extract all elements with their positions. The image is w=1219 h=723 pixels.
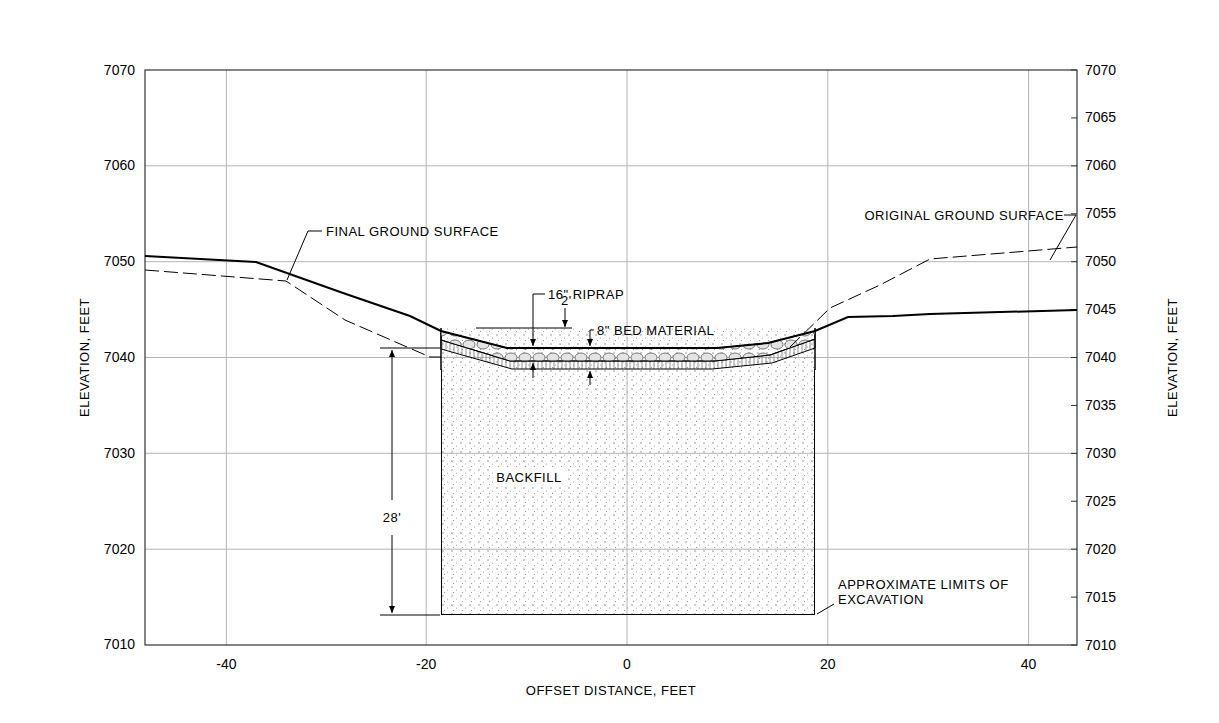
axis-value: 7015 xyxy=(1085,590,1116,605)
axis-value: 7020 xyxy=(104,542,135,557)
dimension-label: 28' xyxy=(381,510,403,525)
axis-value: 20 xyxy=(820,657,836,672)
axis-value: 0 xyxy=(623,657,631,672)
axis-value: 40 xyxy=(1021,657,1037,672)
final-ground-line xyxy=(145,256,1077,348)
axis-value: -40 xyxy=(216,657,236,672)
dimension-label: 2' xyxy=(561,293,572,308)
axis-value: 7040 xyxy=(104,350,135,365)
axis-value: 7030 xyxy=(104,446,135,461)
axis-title: OFFSET DISTANCE, FEET xyxy=(526,683,696,698)
callout-label: 16" RIPRAP xyxy=(548,287,624,302)
axis-value: 7010 xyxy=(1085,638,1116,653)
axis-value: 7070 xyxy=(1085,63,1116,78)
callout-label: APPROXIMATE LIMITS OF EXCAVATION xyxy=(838,577,1038,607)
axis-value: 7060 xyxy=(104,158,135,173)
axis-value: 7050 xyxy=(1085,254,1116,269)
axis-value: 7035 xyxy=(1085,398,1116,413)
grid-lines xyxy=(145,70,1077,645)
excavation-box: BACKFILL xyxy=(441,369,815,615)
callout-label: ORIGINAL GROUND SURFACE xyxy=(864,208,1064,223)
callout-label: FINAL GROUND SURFACE xyxy=(326,224,499,239)
axis-value: -20 xyxy=(416,657,436,672)
original-ground-line xyxy=(790,247,1077,347)
axis-value: 7040 xyxy=(1085,350,1116,365)
axis-value: 7055 xyxy=(1085,206,1116,221)
axis-value: 7065 xyxy=(1085,110,1116,125)
plot-frame xyxy=(145,70,1077,645)
region-label: BACKFILL xyxy=(493,469,564,486)
axis-value: 7025 xyxy=(1085,494,1116,509)
axis-value: 7010 xyxy=(104,637,135,652)
leader-lines xyxy=(287,215,1076,615)
axis-value: 7060 xyxy=(1085,158,1116,173)
axis-title: ELEVATION, FEET xyxy=(76,298,91,417)
callout-label: 8" BED MATERIAL xyxy=(597,323,714,338)
axis-value: 7030 xyxy=(1085,446,1116,461)
axis-value: 7050 xyxy=(104,254,135,269)
backfill-fill xyxy=(441,328,815,615)
original-ground-line xyxy=(145,270,441,357)
axis-ticks xyxy=(1071,70,1077,645)
axis-title: ELEVATION, FEET xyxy=(1164,298,1179,417)
axis-value: 7070 xyxy=(104,63,135,78)
axis-value: 7020 xyxy=(1085,542,1116,557)
axis-value: 7045 xyxy=(1085,302,1116,317)
